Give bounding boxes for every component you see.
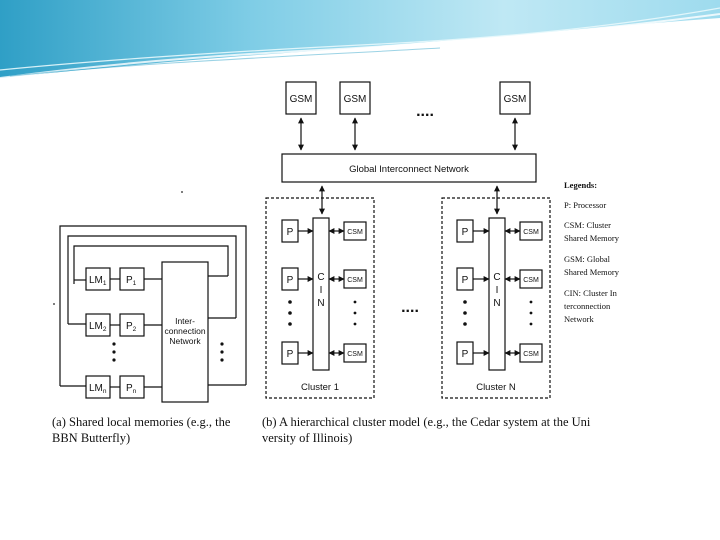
lm-label-n: LM [89,383,103,394]
diagram-a-labels: LM1 LM2 LMn P1 P2 Pn Inter- connection N… [89,275,206,395]
caption-b-line-1: (b) A hierarchical cluster model (e.g., … [262,415,591,429]
cluster1-csm-label-2: CSM [347,277,363,284]
scan-speck-2 [53,303,55,305]
gsm-box-2 [339,81,371,115]
cluster1-cin-n: N [317,298,324,309]
figure-panel [44,74,632,458]
cluster-1: P P P CSM CSM CSM C I N Cluster 1 [265,197,375,399]
header-swoosh [0,0,720,79]
caption-a-line-1: (a) Shared local memories (e.g., the [52,415,231,429]
cluster1-csm-label-1: CSM [347,229,363,236]
gsm-label-1: GSM [290,94,313,105]
diagram-a-ellipsis-dots [112,342,224,362]
clustern-p-label-1: P [462,227,469,238]
cluster1-csm-label-3: CSM [347,351,363,358]
diagram-a [59,225,247,403]
clustern-p-label-3: P [462,349,469,360]
caption-a: (a) Shared local memories (e.g., the BBN… [52,415,231,445]
svg-text:P2: P2 [126,321,137,333]
cluster1-cin-c: C [317,272,324,283]
svg-text:LMn: LMn [89,383,107,395]
cluster1-p-label-3: P [287,349,294,360]
clustern-csm-label-1: CSM [523,229,539,236]
gsm-labels: GSM GSM GSM .... Global Interconnect Net… [290,94,527,175]
clustern-name: Cluster N [476,382,516,393]
scan-speck [181,191,183,193]
gsm-box-1 [285,81,317,115]
caption-a-line-2: BBN Butterfly) [52,431,130,445]
cluster1-p-label-1: P [287,227,294,238]
network-label-line-2: connection [164,326,205,336]
legend-line-9: Network [564,314,594,324]
cluster1-p-label-2: P [287,275,294,286]
legend-line-6: Shared Memory [564,267,620,277]
network-label-line-3: Network [169,336,201,346]
gsm-boxes [281,81,537,215]
cluster-n: P P P CSM CSM CSM C I N Cluster N [441,197,551,399]
svg-text:LM1: LM1 [89,275,107,287]
cluster1-name: Cluster 1 [301,382,339,393]
legend-line-4: Shared Memory [564,233,620,243]
legend-line-1: Legends: [564,180,597,190]
gsm-ellipsis: .... [416,103,434,120]
global-network-label: Global Interconnect Network [349,164,469,175]
lm-label-2: LM [89,321,103,332]
legend: Legends: P: Processor CSM: Cluster Share… [564,180,620,324]
global-interconnect-network-box [281,153,537,183]
p-label-1: P [126,275,133,286]
clustern-csm-label-2: CSM [523,277,539,284]
clustern-cin-c: C [493,272,500,283]
cluster-ellipsis: .... [401,299,419,316]
legend-line-8: terconnection [564,301,611,311]
clustern-p-label-2: P [462,275,469,286]
legend-line-7: CIN: Cluster In [564,288,618,298]
cin-bar-1 [312,217,330,371]
gsm-label-2: GSM [344,94,367,105]
svg-text:LM2: LM2 [89,321,107,333]
cin-bar-n [488,217,506,371]
caption-b-line-2: versity of Illinois) [262,431,352,445]
clustern-csm-label-3: CSM [523,351,539,358]
cluster1-cin-i: I [320,285,323,296]
svg-text:P1: P1 [126,275,137,287]
clustern-cin-i: I [496,285,499,296]
clustern-cin-n: N [493,298,500,309]
gsm-box-3 [499,81,531,115]
svg-text:Pn: Pn [126,383,137,395]
interconnection-network-box [161,261,209,403]
lm-label-1: LM [89,275,103,286]
legend-line-3: CSM: Cluster [564,220,611,230]
p-label-n: P [126,383,133,394]
gsm-label-3: GSM [504,94,527,105]
legend-line-2: P: Processor [564,200,606,210]
caption-b: (b) A hierarchical cluster model (e.g., … [262,415,591,445]
legend-line-5: GSM: Global [564,254,611,264]
p-label-2: P [126,321,133,332]
network-label-line-1: Inter- [175,316,195,326]
